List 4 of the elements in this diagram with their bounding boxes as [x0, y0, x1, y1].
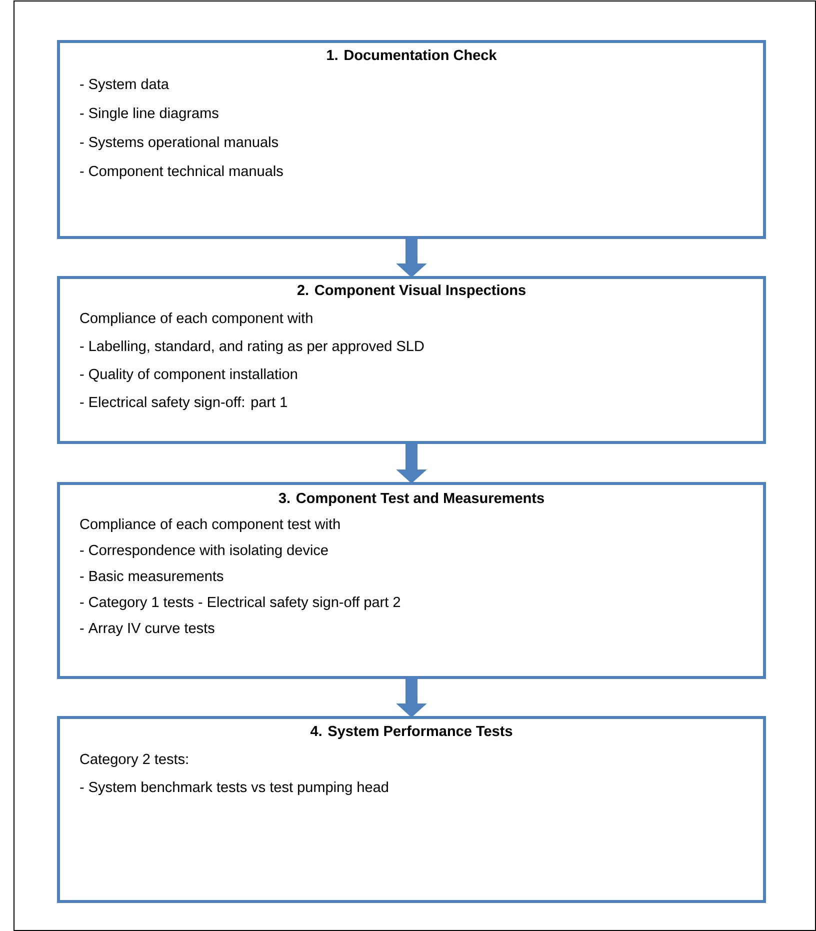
process-box: 3. Component Test and Measurements Compliance of each component test with - Correspondence with isolating device - Basic measurements - Category 1 tests - Electrical safety sign-off part 2 - Array IV curve tests [57, 482, 766, 679]
process-box: 4. System Performance Tests Category 2 tests: - System benchmark tests vs test pumping head [57, 716, 766, 903]
process-box: 1. Documentation Check - System data - Single line diagrams - Systems operational manuals - Component technical manuals [57, 40, 766, 239]
process-box: 2. Component Visual Inspections Compliance of each component with - Labelling, standard, and rating as per approved SLD - Quality of component installation - Electrical safety sign-off: part 1 [57, 276, 766, 444]
